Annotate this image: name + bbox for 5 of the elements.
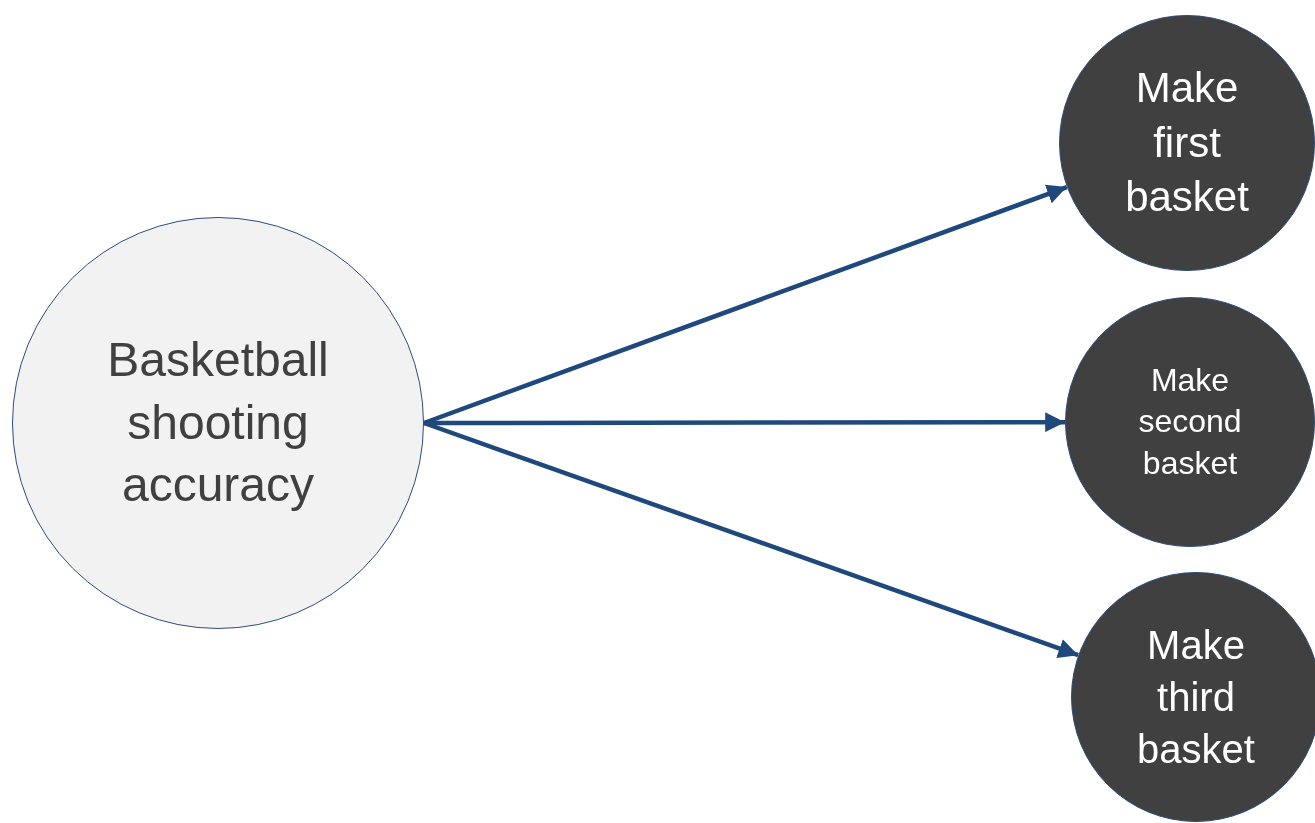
node-label: Make third basket <box>1136 622 1256 773</box>
node-label: Make first basket <box>1124 63 1250 223</box>
arrow <box>424 412 1065 433</box>
node-label: Make second basket <box>1137 360 1243 483</box>
node-label: Basketball shooting accuracy <box>106 332 330 514</box>
